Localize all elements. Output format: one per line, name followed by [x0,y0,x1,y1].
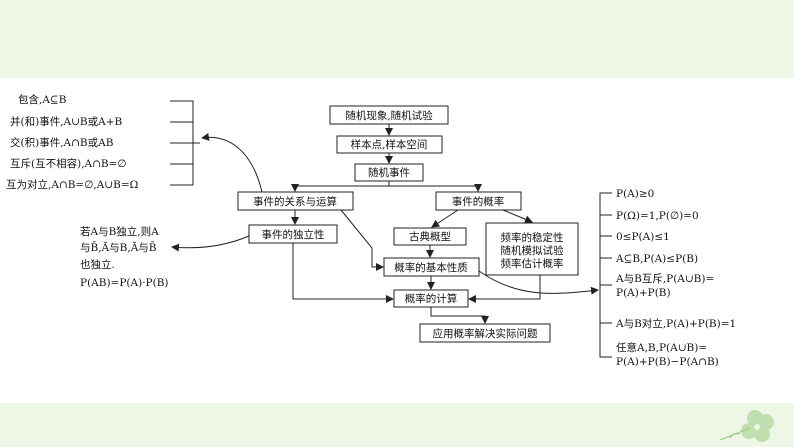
right-bracket [599,192,612,358]
box-event-probability [435,191,522,211]
knowledge-diagram: 随机现象,随机试验 样本点,样本空间 随机事件 事件的关系与运算 事件的概率 事… [6,93,736,368]
box-basic-properties-label: 概率的基本性质 [394,261,468,274]
arrow-event-to-probability [389,184,482,192]
box-event-probability-label: 事件的概率 [452,195,505,208]
slide-canvas: 随机现象,随机试验 样本点,样本空间 随机事件 事件的关系与运算 事件的概率 事… [0,78,794,403]
box-apply-probability [419,323,551,343]
box-random-event-label: 随机事件 [368,166,410,179]
box-classical-model-label: 古典概型 [409,230,451,243]
property-3: 0≤P(A)≤1 [616,231,670,243]
indep-note-line2: 与B̄,Ā与B,Ā与B̄ [80,241,157,254]
box-probability-calc-label: 概率的计算 [405,292,458,305]
property-4: A⊆B,P(A)≤P(B) [615,253,698,265]
relation-item-4: 互斥(互不相容),A∩B=∅ [10,157,127,170]
arrow-frequency-to-calc [468,275,541,303]
indep-note-line1: 若A与B独立,则A [80,225,159,238]
box-event-independence-label: 事件的独立性 [262,228,325,241]
indep-note-line3: 也独立. [80,258,115,271]
property-2: P(Ω)=1,P(∅)=0 [616,210,699,222]
property-7-line2: P(A)+P(B)−P(A∩B) [616,356,719,368]
box-frequency-line3: 频率估计概率 [501,257,564,270]
arrow-independence-to-note [171,235,250,252]
relation-item-3: 交(积)事件,A∩B或AB [10,136,114,149]
arrow-calc-to-apply [430,307,489,324]
arrow-probability-to-classical [431,209,459,228]
arrow-independence-to-calc [292,243,394,303]
relation-item-5: 互为对立,A∩B=∅,A∪B=Ω [6,178,139,191]
property-7-line1: 任意A,B,P(A∪B)= [616,341,707,354]
arrow-probability-to-frequency [502,209,533,224]
property-6: A与B对立,P(A)+P(B)=1 [615,317,736,330]
arrow-basic-to-props [478,270,599,295]
box-sample-space-label: 样本点,样本空间 [351,138,428,151]
arrow-event-to-relations [291,181,390,192]
relation-item-1: 包含,A⊆B [18,93,67,106]
property-5-line1: A与B互斥,P(A∪B)= [615,273,714,285]
arrow-relations-to-basic [340,209,384,271]
box-frequency-line1: 频率的稳定性 [501,231,564,244]
property-1: P(A)≥0 [616,188,654,200]
relation-item-2: 并(和)事件,A∪B或A+B [10,115,123,128]
clover-decoration-icon [719,410,774,442]
box-apply-probability-label: 应用概率解决实际问题 [433,327,538,340]
arrow-relations-to-list [201,132,263,193]
indep-note-line4: P(AB)=P(A)·P(B) [80,277,169,289]
box-frequency [485,222,579,276]
box-event-relations-label: 事件的关系与运算 [253,195,337,208]
box-random-phenomenon-label: 随机现象,随机试验 [345,109,433,122]
property-5-line2: P(A)+P(B) [616,287,671,299]
box-frequency-line2: 随机模拟试验 [501,244,564,257]
